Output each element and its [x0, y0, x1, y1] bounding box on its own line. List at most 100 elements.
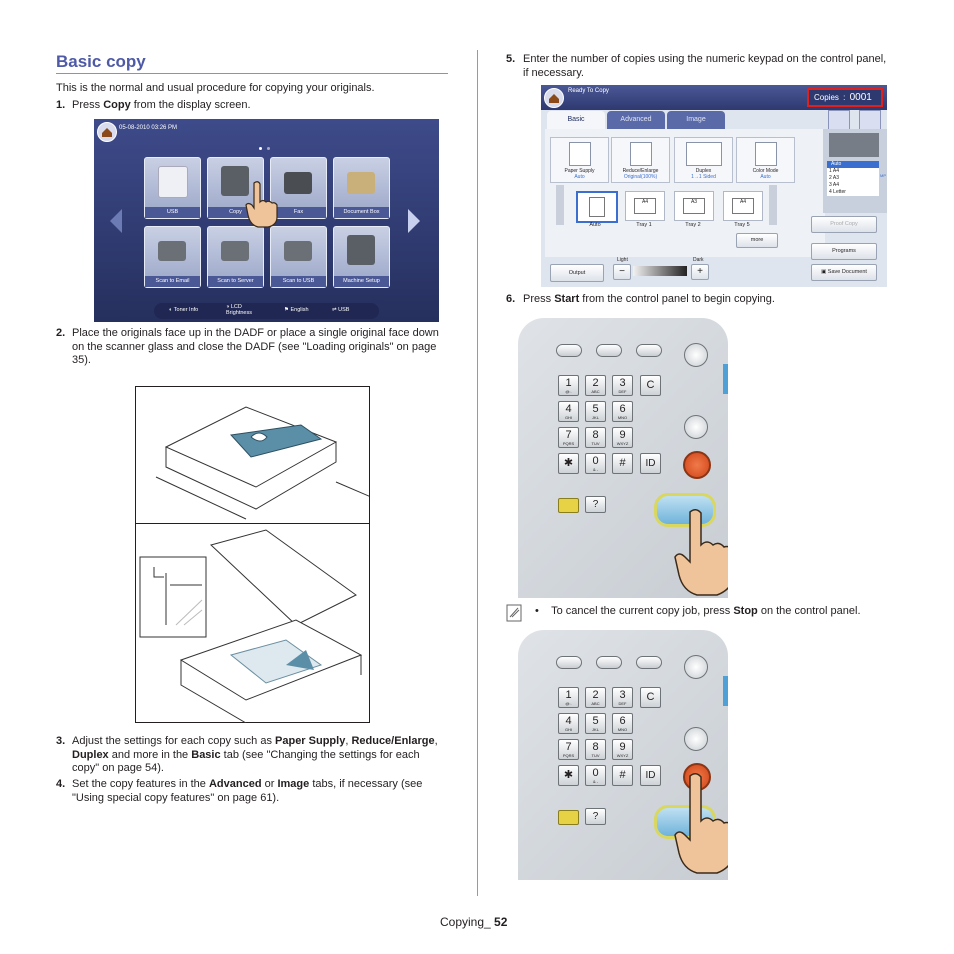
darkness-decrease-button[interactable]: −: [613, 264, 631, 280]
key-star[interactable]: ✱: [558, 765, 579, 786]
key-1[interactable]: 1@:.: [558, 375, 579, 396]
key-1[interactable]: 1@:.: [558, 687, 579, 708]
home-icon[interactable]: [544, 88, 564, 108]
programs-button[interactable]: Programs: [811, 243, 877, 260]
panel-button[interactable]: [636, 656, 662, 669]
lcd-brightness[interactable]: ◑ LCD Brightness: [226, 304, 252, 316]
interrupt-icon[interactable]: [684, 727, 708, 751]
note-text: • To cancel the current copy job, press …: [535, 605, 861, 617]
panel-button[interactable]: [636, 344, 662, 357]
reset-key[interactable]: [558, 498, 579, 513]
clear-key[interactable]: C: [640, 375, 661, 396]
key-hash[interactable]: #: [612, 453, 633, 474]
power-save-icon[interactable]: [684, 343, 708, 367]
scroll-right-icon[interactable]: [769, 185, 777, 225]
tile-document-box[interactable]: Document Box: [333, 157, 390, 219]
key-hash[interactable]: #: [612, 765, 633, 786]
section-title: Basic copy: [56, 52, 146, 71]
fax-icon: [284, 172, 312, 194]
tile-fax[interactable]: Fax: [270, 157, 327, 219]
copy-screen-header: Ready To Copy Copies : 0001: [541, 85, 887, 110]
panel-button[interactable]: [596, 656, 622, 669]
tile-scan-to-server[interactable]: Scan to Server: [207, 226, 264, 288]
step-1: 1. Press Copy from the display screen.: [56, 99, 251, 111]
scanner-usb-icon: [284, 241, 312, 261]
id-key[interactable]: ID: [640, 453, 661, 474]
interrupt-icon[interactable]: [684, 415, 708, 439]
tray-auto[interactable]: [576, 191, 618, 223]
tile-machine-setup[interactable]: Machine Setup: [333, 226, 390, 288]
darkness-scale[interactable]: [633, 266, 687, 276]
more-button[interactable]: more: [736, 233, 778, 248]
copies-counter[interactable]: Copies : 0001: [807, 88, 883, 107]
scroll-left-icon[interactable]: [556, 185, 564, 225]
paper-supply-icon: [568, 142, 591, 166]
reset-key[interactable]: [558, 810, 579, 825]
step-4: 4. Set the copy features in the Advanced…: [56, 778, 423, 804]
usb-status[interactable]: ⇌ USB: [332, 307, 350, 313]
scanner-glass-drawing: [139, 529, 363, 723]
key-0[interactable]: 0& -: [585, 453, 606, 474]
tile-usb[interactable]: USB: [144, 157, 201, 219]
panel-button[interactable]: [596, 344, 622, 357]
tray-2[interactable]: A3: [674, 191, 714, 221]
language[interactable]: ⚑ English: [284, 307, 309, 313]
dark-label: Dark: [693, 257, 704, 263]
illustration-divider: [136, 523, 369, 524]
key-0[interactable]: 0& -: [585, 765, 606, 786]
tab-image[interactable]: Image: [667, 111, 725, 129]
page-dot: [259, 147, 262, 150]
tray-list: Auto 1 A4 2 A3 3 A4 4 Letter: [827, 161, 879, 196]
home-icon[interactable]: [97, 122, 117, 142]
output-button[interactable]: Output: [550, 264, 604, 282]
stop-button[interactable]: [683, 451, 711, 479]
zoom-icon[interactable]: [828, 110, 850, 130]
darkness-increase-button[interactable]: +: [691, 264, 709, 280]
key-star[interactable]: ✱: [558, 453, 579, 474]
toner-info[interactable]: ◐ Toner Info: [169, 307, 199, 313]
clear-key[interactable]: C: [640, 687, 661, 708]
page-number: 52: [494, 915, 508, 929]
panel-indicator: [723, 676, 728, 706]
tray-status-panel: Auto 1 A4 2 A3 3 A4 4 Letter MP: [823, 129, 887, 213]
panel-button[interactable]: [556, 344, 582, 357]
tab-advanced[interactable]: Advanced: [607, 111, 665, 129]
tile-scan-to-email[interactable]: Scan to Email: [144, 226, 201, 288]
power-save-icon[interactable]: [684, 655, 708, 679]
prev-arrow-icon[interactable]: [110, 209, 122, 233]
id-key[interactable]: ID: [640, 765, 661, 786]
tray-1[interactable]: A4: [625, 191, 665, 221]
start-button[interactable]: [654, 493, 716, 527]
status-text: Ready To Copy: [568, 88, 609, 94]
save-document-button[interactable]: ▣ Save Document: [811, 264, 877, 281]
panel-button[interactable]: [556, 656, 582, 669]
tray-5[interactable]: A4: [723, 191, 763, 221]
list-icon[interactable]: [859, 110, 881, 130]
tab-basic[interactable]: Basic: [547, 111, 605, 129]
next-arrow-icon[interactable]: [408, 209, 420, 233]
tile-scan-to-usb[interactable]: Scan to USB: [270, 226, 327, 288]
help-key[interactable]: ?: [585, 808, 606, 825]
proof-copy-button[interactable]: Proof Copy: [811, 216, 877, 233]
help-key[interactable]: ?: [585, 496, 606, 513]
